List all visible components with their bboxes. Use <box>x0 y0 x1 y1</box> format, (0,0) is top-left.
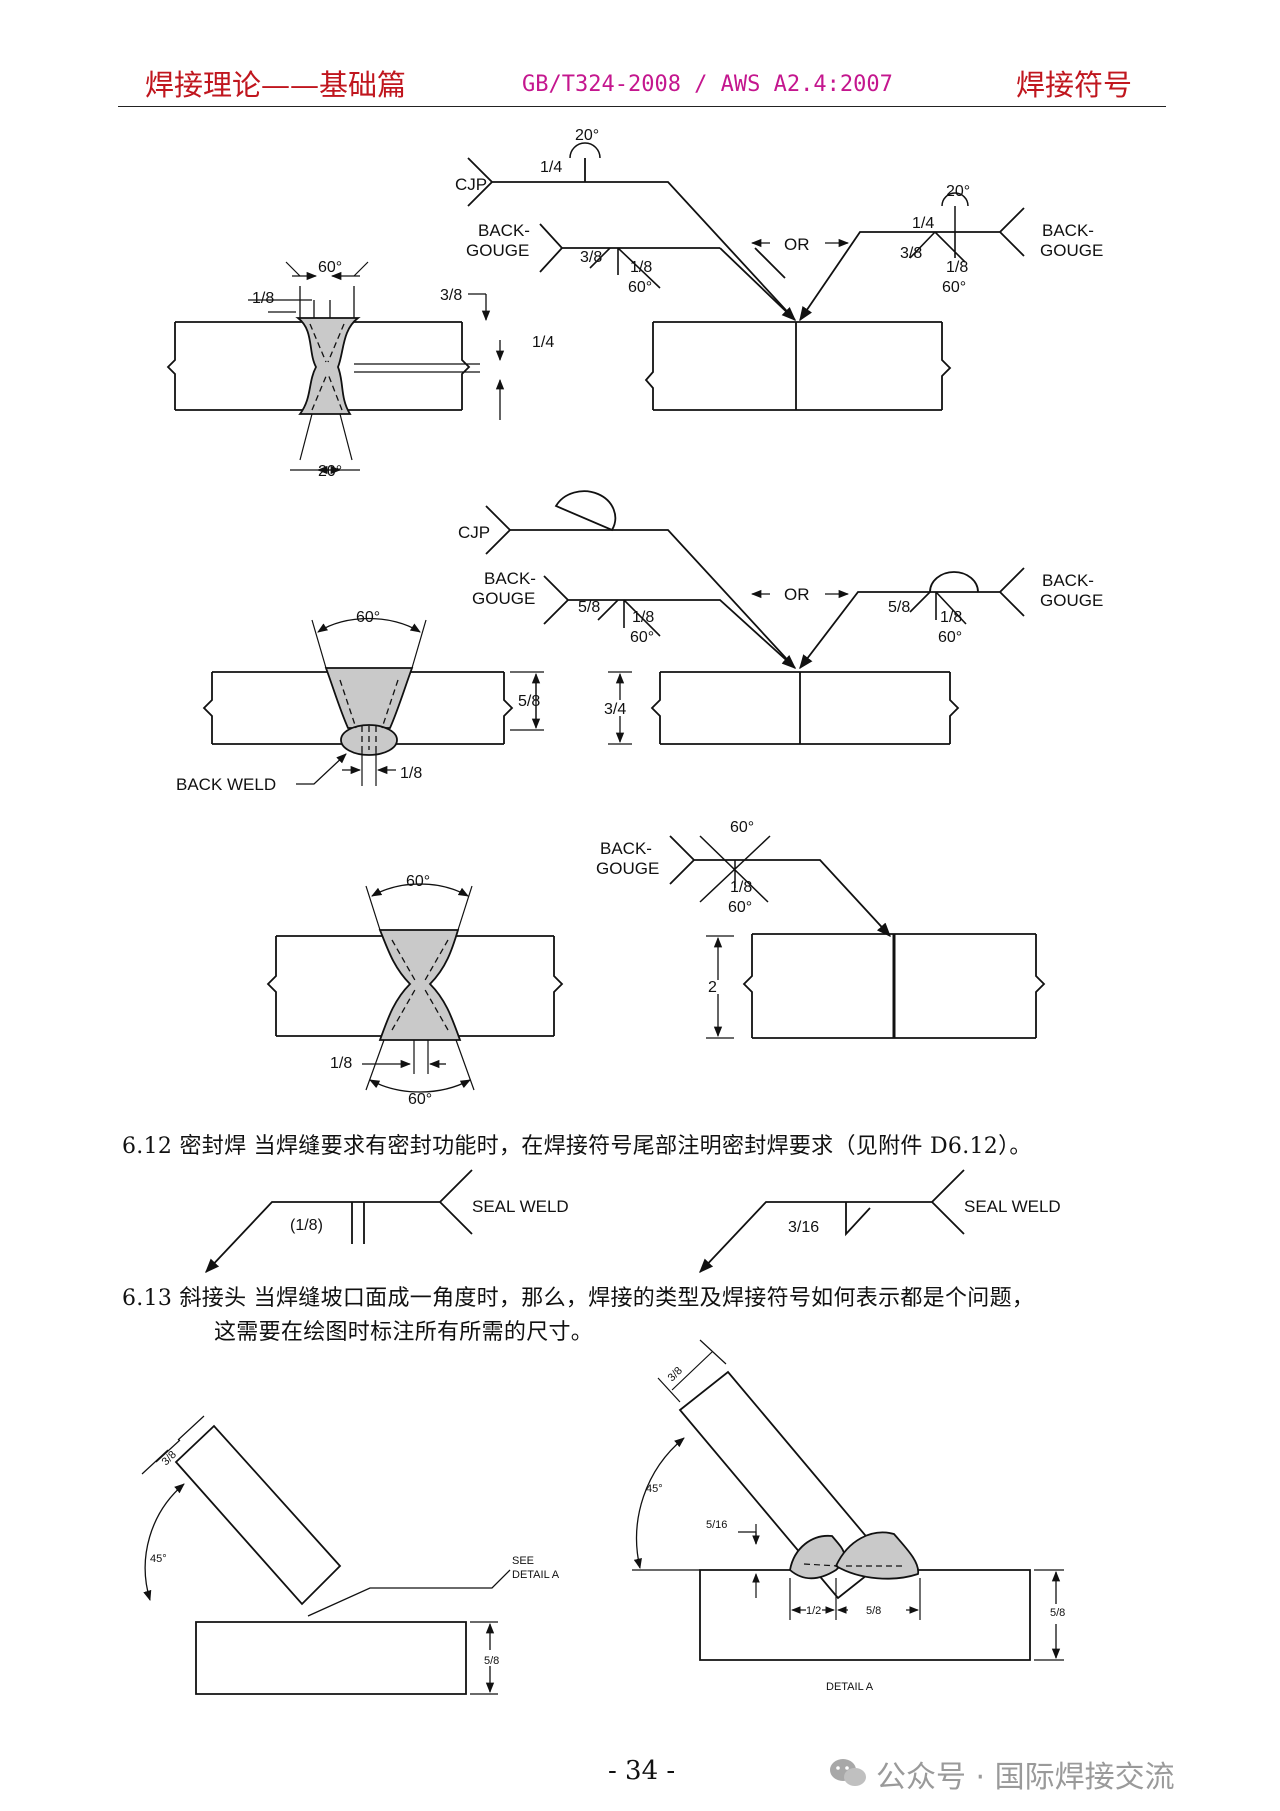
fig1-right-upper-size: 1/4 <box>912 215 934 232</box>
fig1-section: 60° 1/8 3/8 1/4 20° <box>166 259 554 480</box>
skew-right-gap: 5/16 <box>706 1519 727 1531</box>
fig2-right-angle: 60° <box>938 629 962 646</box>
fig1-lower-root: 1/8 <box>630 259 652 276</box>
header-title-left: 焊接理论——基础篇 <box>145 68 407 102</box>
skew-left-detail: DETAIL A <box>512 1569 560 1581</box>
fig1-sec-depth-bot: 1/4 <box>532 334 554 351</box>
fig3-symbol: BACK- GOUGE 60° 1/8 60° 2 <box>596 819 1046 1039</box>
fig3-root: 1/8 <box>730 879 752 896</box>
header-rule <box>118 106 1166 107</box>
seal-left-label: SEAL WELD <box>472 1197 569 1216</box>
fig3-thickness: 2 <box>708 979 717 996</box>
section-6-12-text: 6.12 密封焊 当焊缝要求有密封功能时，在焊接符号尾部注明密封焊要求（见附件 … <box>122 1134 1032 1159</box>
fig2-back-weld-label: BACK WELD <box>176 775 276 794</box>
fig1-gouge-label: GOUGE <box>466 241 529 260</box>
fig3-gouge-label: GOUGE <box>596 859 659 878</box>
seal-right-size: 3/16 <box>788 1219 819 1236</box>
fig1-right-back-label: BACK- <box>1042 221 1094 240</box>
fig2-right-root: 1/8 <box>940 609 962 626</box>
seal-weld-right: 3/16 SEAL WELD <box>700 1169 1061 1272</box>
fig3-bot-angle: 60° <box>728 899 752 916</box>
skew-left: 3/8 45° 5/8 SEE DETAIL A <box>141 1415 560 1695</box>
fig1-right-upper-angle: 20° <box>946 183 970 200</box>
fig1-right-root: 1/8 <box>946 259 968 276</box>
fig2-cjp-label: CJP <box>458 523 490 542</box>
skew-left-see: SEE <box>512 1555 534 1567</box>
fig2-sec-depth: 5/8 <box>518 693 540 710</box>
skew-right-dim2: 5/8 <box>866 1605 881 1617</box>
fig3-top-angle: 60° <box>730 819 754 836</box>
seal-left-size: (1/8) <box>290 1217 323 1234</box>
page-number: - 34 - <box>608 1756 676 1786</box>
skew-left-plate: 5/8 <box>484 1655 499 1667</box>
fig2-or: OR <box>784 585 810 604</box>
fig1-symbol: CJP BACK- GOUGE 20° 1/4 3/8 1/8 60° OR 2… <box>455 127 1103 411</box>
skew-right: 3/8 45° 5/16 1/2 5/8 5/8 DETAIL A <box>632 1339 1065 1693</box>
fig1-back-label: BACK- <box>478 221 530 240</box>
skew-right-detail: DETAIL A <box>826 1681 874 1693</box>
fig2-back-weld-size: 1/8 <box>400 765 422 782</box>
skew-right-angle: 45° <box>646 1483 663 1495</box>
fig2-right-depth: 5/8 <box>888 599 910 616</box>
section-6-13-line2: 这需要在绘图时标注所有所需的尺寸。 <box>214 1320 594 1345</box>
fig1-lower-depth: 3/8 <box>580 249 602 266</box>
fig2-right-gouge-label: GOUGE <box>1040 591 1103 610</box>
skew-left-thk: 3/8 <box>160 1449 179 1468</box>
fig2-sec-angle: 60° <box>356 609 380 626</box>
fig1-lower-angle: 60° <box>628 279 652 296</box>
fig1-upper-angle: 20° <box>575 127 599 144</box>
skew-left-angle: 45° <box>150 1553 167 1565</box>
fig1-sec-top-angle: 60° <box>318 259 342 276</box>
fig3-sec-bot-angle: 60° <box>408 1091 432 1108</box>
fig1-or: OR <box>784 235 810 254</box>
fig1-sec-root-open: 1/8 <box>252 290 274 307</box>
fig1-sec-depth-top: 3/8 <box>440 287 462 304</box>
fig3-section: 60° 1/8 60° <box>266 873 564 1108</box>
fig2-angle: 60° <box>630 629 654 646</box>
fig2-symbol: CJP BACK- GOUGE 5/8 1/8 60° OR 5/8 1/8 6… <box>458 490 1103 745</box>
skew-right-plate: 5/8 <box>1050 1607 1065 1619</box>
fig2-section: 60° 5/8 BACK WELD 1/8 <box>176 609 544 794</box>
wechat-icon <box>830 1759 866 1786</box>
fig1-sec-bot-angle: 20° <box>318 463 342 480</box>
seal-weld-left: (1/8) SEAL WELD <box>206 1169 569 1272</box>
fig1-upper-size: 1/4 <box>540 159 562 176</box>
fig3-sec-root: 1/8 <box>330 1055 352 1072</box>
fig1-cjp-label: CJP <box>455 175 487 194</box>
seal-right-label: SEAL WELD <box>964 1197 1061 1216</box>
fig3-back-label: BACK- <box>600 839 652 858</box>
skew-right-dim1: 1/2 <box>806 1605 821 1617</box>
watermark-text: 公众号 · 国际焊接交流 <box>876 1760 1175 1795</box>
fig2-thickness: 3/4 <box>604 701 626 718</box>
fig3-sec-top-angle: 60° <box>406 873 430 890</box>
fig1-right-depth: 3/8 <box>900 245 922 262</box>
header-title-right: 焊接符号 <box>1016 68 1133 102</box>
fig2-root: 1/8 <box>632 609 654 626</box>
fig2-right-back-label: BACK- <box>1042 571 1094 590</box>
section-6-13-line1: 6.13 斜接头 当焊缝坡口面成一角度时，那么，焊接的类型及焊接符号如何表示都是… <box>122 1286 1035 1311</box>
fig2-gouge-label: GOUGE <box>472 589 535 608</box>
fig1-right-angle: 60° <box>942 279 966 296</box>
header-standard: GB/T324-2008 / AWS A2.4:2007 <box>522 72 893 97</box>
fig2-depth: 5/8 <box>578 599 600 616</box>
fig2-back-label: BACK- <box>484 569 536 588</box>
fig1-right-gouge-label: GOUGE <box>1040 241 1103 260</box>
